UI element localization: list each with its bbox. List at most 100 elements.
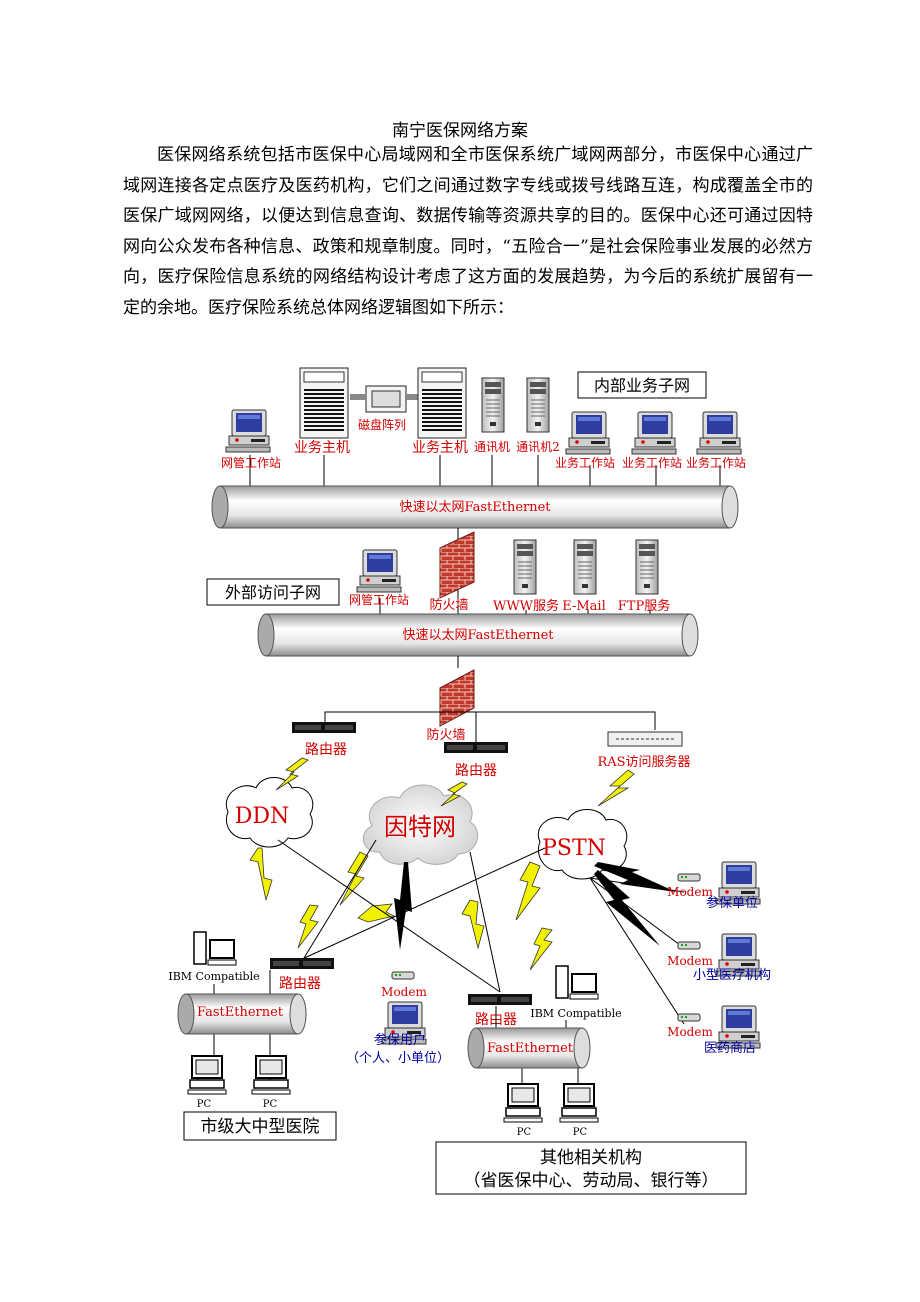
disk-array-icon — [350, 385, 418, 413]
comm-server-2-icon — [526, 377, 550, 433]
external-backbone-pipe — [257, 613, 699, 657]
ibm-server-2-icon — [555, 965, 599, 1000]
dialup-modem-3-label: Modem — [667, 1025, 713, 1039]
ext-mgmt-workstation-icon — [356, 549, 402, 593]
other-institutions-box — [435, 1141, 747, 1195]
business-host-1-icon — [299, 367, 349, 439]
biz-workstation-2-label: 业务工作站 — [622, 455, 682, 470]
firewall-2-label: 防火墙 — [426, 727, 465, 743]
disk-array-label: 磁盘阵列 — [358, 417, 406, 432]
hospital-ibm-label: IBM Compatible — [168, 970, 259, 983]
hospital-router-icon — [270, 958, 334, 969]
router-mid-icon — [444, 742, 508, 753]
insured-user-label: 参保用户 — [374, 1032, 426, 1048]
ftp-server-label: FTP服务 — [618, 598, 670, 614]
dialup-links — [394, 862, 676, 950]
www-server-label: WWW服务 — [493, 598, 559, 614]
comm-server-1-label: 通讯机 — [474, 440, 510, 454]
www-server-icon — [513, 539, 537, 595]
email-server-label: E-Mail — [562, 599, 606, 614]
dialup-client-2-label: 小型医疗机构 — [693, 968, 771, 983]
biz-workstation-1-icon — [565, 411, 611, 455]
mgmt-workstation-icon — [225, 409, 271, 453]
insured-user-sublabel: （个人、小单位） — [346, 1051, 450, 1066]
external-backbone-label: 快速以太网FastEthernet — [402, 628, 554, 643]
pstn-label: PSTN — [542, 836, 606, 861]
ras-server-icon — [607, 731, 683, 747]
hospital-pc-2-label: PC — [263, 1099, 278, 1110]
other-pc-2-label: PC — [573, 1127, 588, 1138]
dialup-modem-2-icon — [677, 941, 701, 950]
biz-workstation-3-label: 业务工作站 — [686, 455, 746, 470]
internal-subnet-label: 内部业务子网 — [594, 376, 690, 395]
hospital-site: IBM Compatible 路由器 FastEthernet PC PC 市级… — [168, 931, 337, 1141]
other-ibm-label: IBM Compatible — [530, 1007, 621, 1020]
firewall-1-label: 防火墙 — [429, 597, 468, 613]
ibm-server-1-icon — [193, 931, 237, 966]
other-institutions-subtitle: （省医保中心、劳动局、银行等） — [464, 1171, 719, 1191]
hospital-box — [183, 1111, 337, 1141]
comm-server-2-label: 通讯机2 — [516, 440, 560, 454]
dialup-client-1-label: 参保单位 — [706, 895, 758, 911]
firewall-2-icon — [439, 669, 475, 727]
hospital-lan-pipe — [177, 993, 307, 1035]
hospital-pc-2-icon — [251, 1055, 291, 1095]
router-left-label: 路由器 — [305, 742, 347, 758]
hospital-pc-1-icon — [187, 1055, 227, 1095]
internet-cloud-icon — [362, 784, 479, 865]
other-router-icon — [468, 994, 532, 1005]
hospital-box-label: 市级大中型医院 — [201, 1117, 320, 1137]
biz-workstation-1-label: 业务工作站 — [555, 455, 615, 470]
hospital-pc-1-label: PC — [197, 1099, 212, 1110]
router-left-icon — [292, 722, 356, 733]
insured-modem-label: Modem — [381, 985, 427, 999]
ddn-cloud — [225, 777, 314, 848]
document-title: 南宁医保网络方案 — [392, 121, 528, 141]
email-server-icon — [573, 539, 597, 595]
external-subnet-box — [206, 578, 340, 606]
dialup-client-3-label: 医药商店 — [704, 1041, 756, 1056]
document-body: 医保网络系统包括市医保中心局域网和全市医保系统广域网两部分，市医保中心通过广域网… — [123, 140, 813, 323]
mgmt-workstation-label: 网管工作站 — [221, 455, 281, 470]
business-host-2-icon — [417, 367, 467, 439]
internal-backbone-label: 快速以太网FastEthernet — [399, 500, 551, 515]
internal-subnet: 内部业务子网 网管工作站 业务主机 磁盘阵列 业务主机 通讯机 通讯机2 业务工… — [211, 367, 746, 529]
other-institutions-site: 路由器 IBM Compatible FastEthernet PC PC 其他… — [435, 965, 747, 1195]
other-lan-pipe — [467, 1027, 591, 1069]
dialup-modem-2-label: Modem — [667, 954, 713, 968]
ext-mgmt-workstation-label: 网管工作站 — [349, 592, 409, 607]
insured-user-site: Modem 参保用户 （个人、小单位） — [346, 971, 450, 1066]
biz-workstation-2-icon — [631, 411, 677, 455]
ras-server-label: RAS访问服务器 — [597, 754, 690, 770]
firewall-1-icon — [439, 531, 475, 599]
ddn-label: DDN — [235, 804, 290, 829]
internet-label: 因特网 — [384, 813, 456, 841]
hospital-router-label: 路由器 — [279, 976, 321, 992]
router-mid-label: 路由器 — [455, 763, 497, 779]
hospital-lan-label: FastEthernet — [197, 1005, 284, 1020]
wireless-links — [249, 757, 635, 971]
other-pc-1-icon — [503, 1083, 543, 1123]
comm-server-1-icon — [481, 377, 505, 433]
other-pc-2-icon — [559, 1083, 599, 1123]
other-pc-1-label: PC — [517, 1127, 532, 1138]
external-subnet: 外部访问子网 网管工作站 防火墙 WWW服务 E-Mail FTP服务 快速以太… — [206, 531, 699, 657]
external-subnet-label: 外部访问子网 — [225, 583, 321, 602]
other-lan-label: FastEthernet — [487, 1041, 574, 1056]
insured-modem-icon — [391, 971, 415, 980]
other-institutions-title: 其他相关机构 — [540, 1148, 642, 1168]
wan-connection-lines — [277, 839, 685, 1025]
business-host-2-label: 业务主机 — [412, 440, 468, 456]
dialup-modem-1-icon — [677, 873, 701, 882]
business-host-1-label: 业务主机 — [294, 440, 350, 456]
dialup-clients: Modem 参保单位 Modem 小型医疗机构 Modem 医药商店 — [667, 861, 771, 1056]
body-paragraph: 医保网络系统包括市医保中心局域网和全市医保系统广域网两部分，市医保中心通过广域网… — [123, 145, 813, 318]
internal-subnet-box — [577, 371, 707, 399]
ftp-server-icon — [635, 539, 659, 595]
wan-section: 防火墙 路由器 路由器 RAS访问服务器 DDN 因特网 PSTN — [225, 656, 691, 1025]
biz-workstation-3-icon — [696, 411, 742, 455]
pstn-cloud — [537, 809, 628, 880]
dialup-modem-1-label: Modem — [667, 885, 713, 899]
dialup-modem-3-icon — [677, 1013, 701, 1022]
